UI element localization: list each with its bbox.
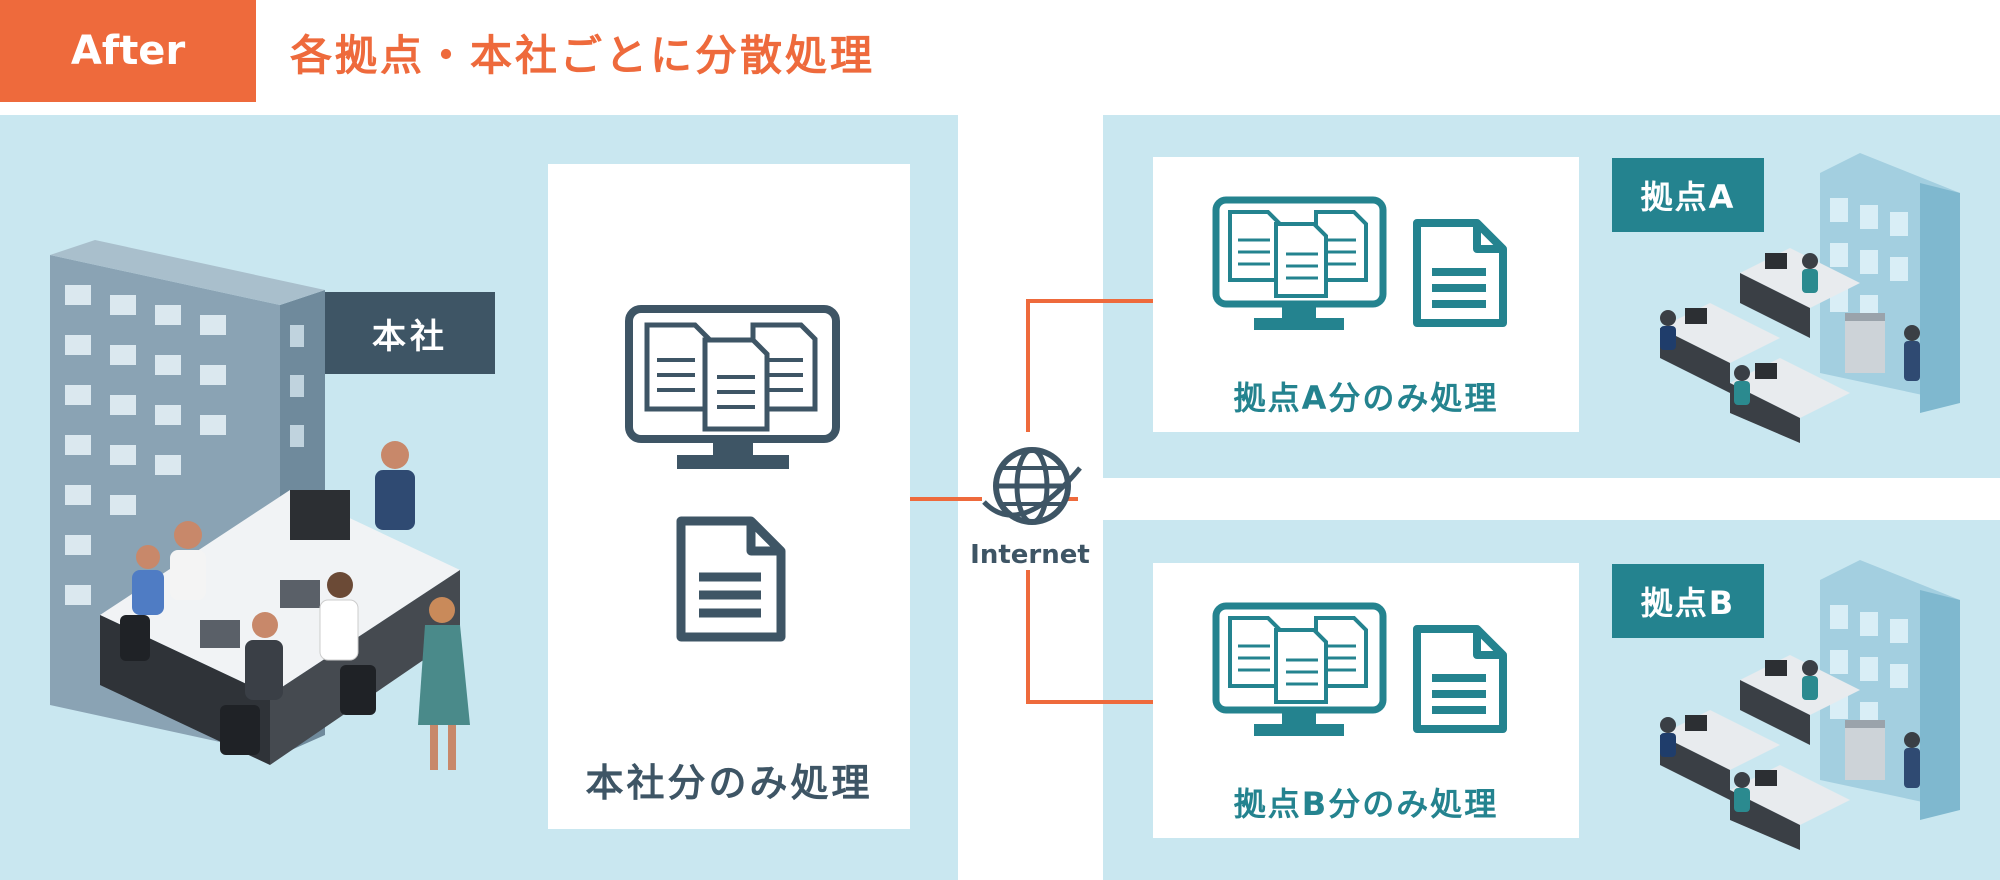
computer-documents-icon (1212, 602, 1387, 736)
globe-icon (982, 447, 1082, 525)
after-tag: After (0, 0, 256, 102)
headquarters-caption: 本社分のみ処理 (585, 761, 873, 805)
branch-a-office-illustration (1660, 153, 1960, 443)
branch-b-label: 拠点B (1612, 564, 1764, 638)
document-icon (1413, 219, 1507, 327)
branch-a-label: 拠点A (1612, 158, 1764, 232)
computer-documents-icon (625, 305, 840, 469)
internet-label: Internet (970, 540, 1090, 570)
branch-b-caption: 拠点B分のみ処理 (1233, 785, 1499, 823)
page-title: 各拠点・本社ごとに分散処理 (290, 31, 876, 80)
document-icon (676, 516, 786, 642)
headquarters-office-illustration (50, 240, 470, 770)
computer-documents-icon (1212, 196, 1387, 330)
headquarters-label: 本社 (325, 292, 495, 374)
document-icon (1413, 625, 1507, 733)
branch-a-caption: 拠点A分のみ処理 (1233, 379, 1499, 417)
branch-b-office-illustration (1660, 560, 1960, 850)
headquarters-card (548, 164, 910, 829)
